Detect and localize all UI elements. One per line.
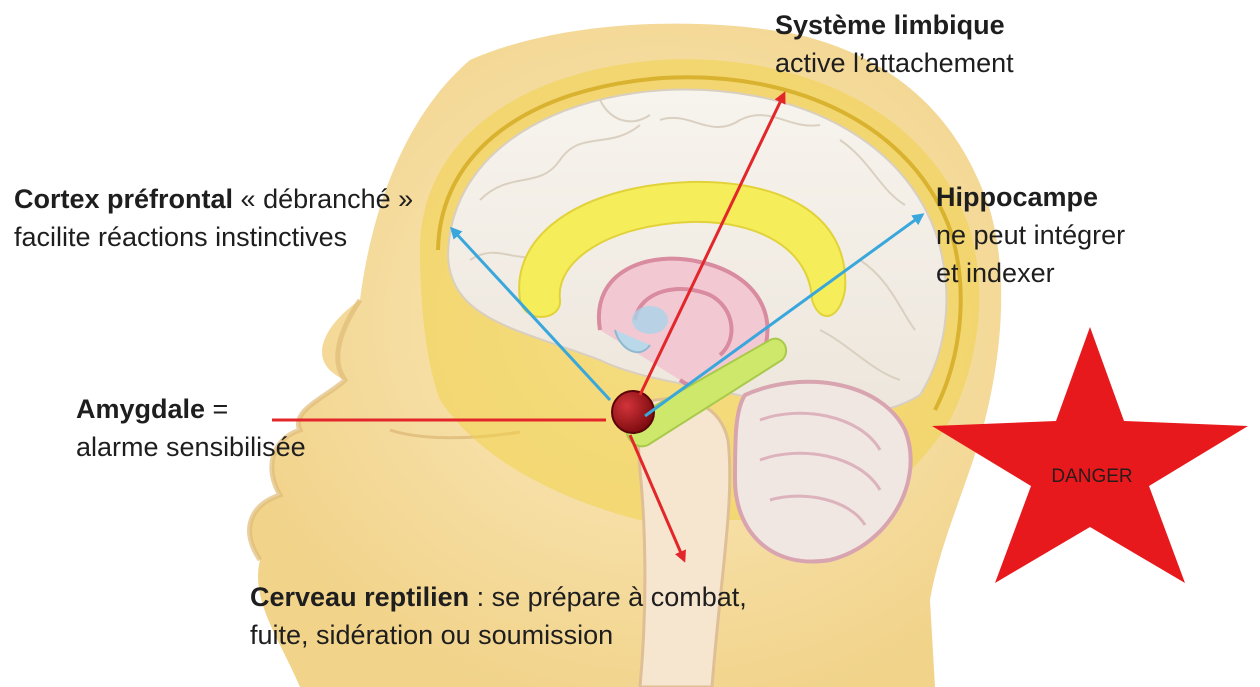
cortex-label: Cortex préfrontal « débranché » facilite… xyxy=(14,180,413,256)
cortex-title-suffix: « débranché » xyxy=(233,184,413,214)
hippocampus-label: Hippocampe ne peut intégrer et indexer xyxy=(936,178,1125,292)
amygdala-text: alarme sensibilisée xyxy=(76,428,306,466)
limbic-title: Système limbique xyxy=(775,6,1014,44)
amygdala-label: Amygdale = alarme sensibilisée xyxy=(76,390,306,466)
amygdala-title-suffix: = xyxy=(205,394,228,424)
hippocampus-title: Hippocampe xyxy=(936,178,1125,216)
cortex-text: facilite réactions instinctives xyxy=(14,218,413,256)
reptilian-title: Cerveau reptilien xyxy=(250,582,469,612)
amygdala xyxy=(612,391,654,433)
hippocampus-line2: et indexer xyxy=(936,254,1125,292)
hippocampus-line1: ne peut intégrer xyxy=(936,216,1125,254)
danger-text: DANGER xyxy=(1051,466,1132,487)
cortex-title: Cortex préfrontal xyxy=(14,184,233,214)
amygdala-title: Amygdale xyxy=(76,394,205,424)
limbic-label: Système limbique active l’attachement xyxy=(775,6,1014,82)
reptilian-label: Cerveau reptilien : se prépare à combat,… xyxy=(250,578,747,654)
limbic-text: active l’attachement xyxy=(775,44,1014,82)
reptilian-text: fuite, sidération ou soumission xyxy=(250,616,747,654)
reptilian-title-suffix: : se prépare à combat, xyxy=(469,582,747,612)
